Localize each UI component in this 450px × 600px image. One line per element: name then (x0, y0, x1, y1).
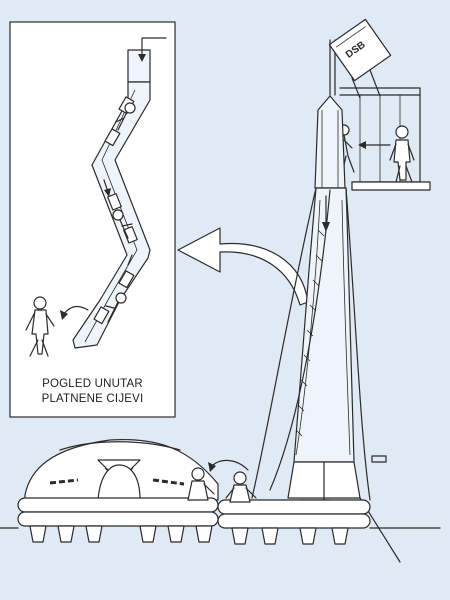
liferaft (0, 438, 441, 545)
inset-caption: POGLED UNUTAR PLATNENE CIJEVI (10, 377, 175, 407)
inset-chute (72, 37, 167, 349)
raft-people (187, 459, 257, 503)
evacuation-chute (251, 95, 401, 563)
inset-caption-line1: POGLED UNUTAR (42, 378, 143, 390)
inset-exit-person (25, 296, 89, 357)
ship-platform: DSB (328, 18, 431, 191)
callout-arrow (177, 227, 309, 306)
inset-caption-line2: PLATNENE CIJEVI (41, 393, 144, 405)
deck-person (358, 125, 415, 183)
